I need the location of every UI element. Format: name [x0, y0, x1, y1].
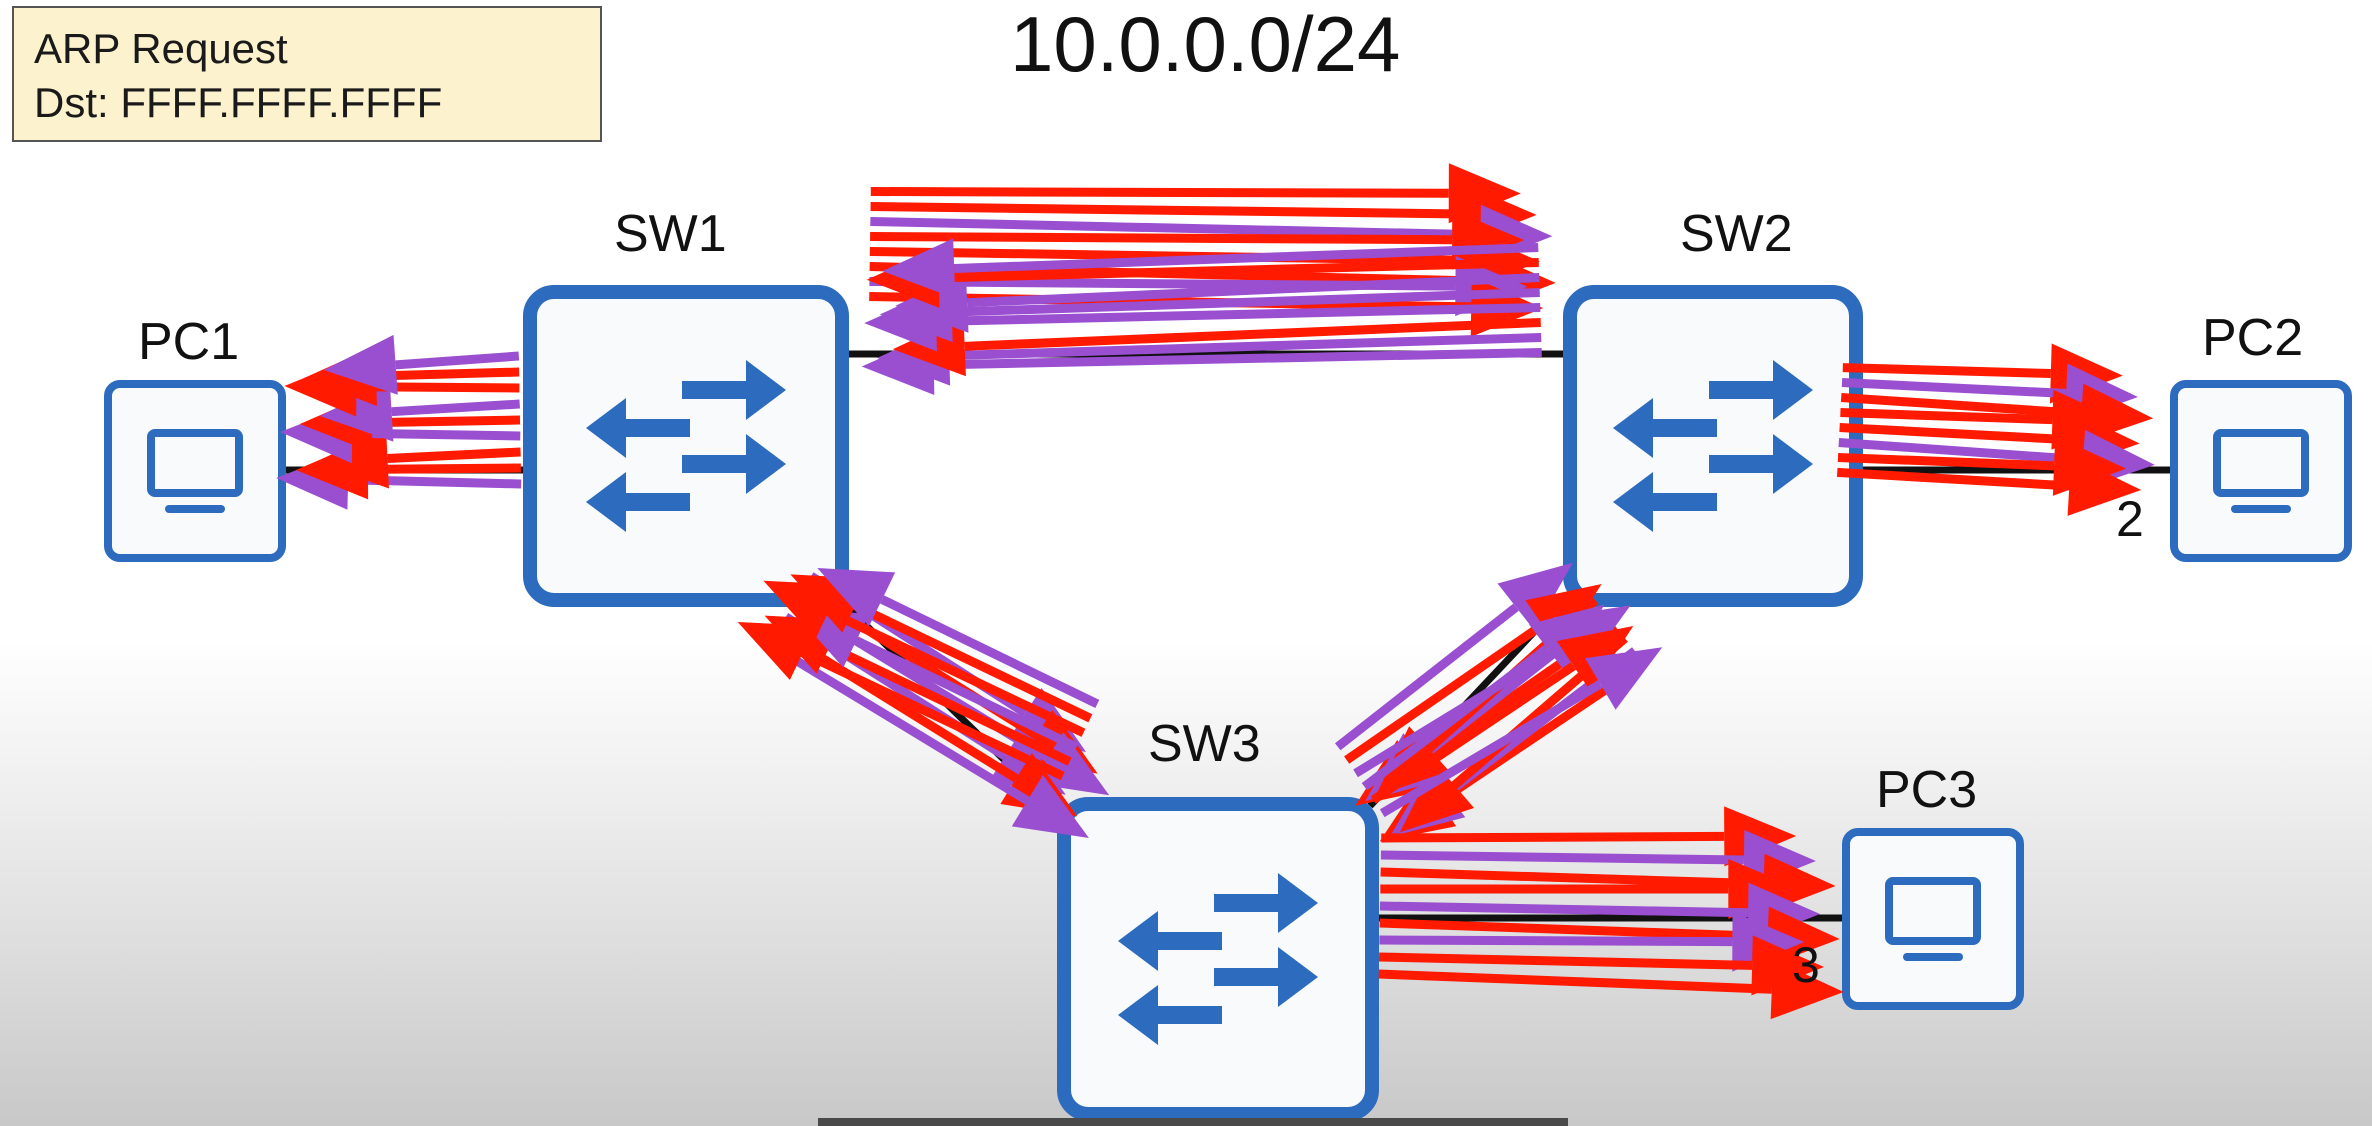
- sw1-to-sw3-arrow: [766, 640, 1089, 838]
- sw3-to-pc3-arrow: [1379, 911, 1805, 972]
- monitor-icon: [2213, 429, 2309, 513]
- frame-destination-label: Dst: FFFF.FFFF.FFFF: [34, 79, 443, 126]
- switch-sw2: [1563, 285, 1863, 607]
- sw3-to-sw1-arrow: [817, 567, 1100, 708]
- sw2-label: SW2: [1680, 205, 1793, 263]
- sw3-to-sw2-arrow: [1379, 647, 1663, 818]
- pc-pc3: [1842, 828, 2024, 1010]
- sw1-label: SW1: [614, 205, 727, 263]
- pc3-interface-label: 3: [1792, 937, 1820, 993]
- pc-pc2: [2170, 380, 2352, 562]
- switch-arrows-icon: [586, 360, 786, 532]
- sw3-to-pc3-arrow: [1378, 935, 1825, 996]
- pc-pc1: [104, 380, 286, 562]
- pc2-label: PC2: [2202, 309, 2304, 367]
- switch-arrows-icon: [1118, 873, 1318, 1045]
- sw3-label: SW3: [1148, 715, 1261, 773]
- switch-sw3: [1057, 797, 1379, 1121]
- pc3-label: PC3: [1876, 761, 1978, 819]
- frame-type-label: ARP Request: [34, 25, 288, 72]
- sw3-to-pc3-arrow: [1378, 959, 1844, 1020]
- interface-labels: 2 3: [1792, 491, 2144, 993]
- pc1-label: PC1: [138, 313, 240, 371]
- switch-arrows-icon: [1613, 360, 1813, 532]
- sw3-to-sw2-arrow: [1334, 562, 1573, 751]
- sw3-to-sw2-arrow: [1361, 604, 1605, 791]
- sw3-to-pc3-arrow: [1380, 859, 1801, 920]
- slide-progress-bar: [818, 1118, 1568, 1126]
- sw2-to-pc2-arrow: [1836, 455, 2142, 516]
- sw1-to-pc1-arrow: [323, 334, 520, 395]
- monitor-icon: [147, 429, 243, 513]
- network-devices: [104, 285, 2352, 1121]
- arp-frame-box: ARP Request Dst: FFFF.FFFF.FFFF: [12, 6, 602, 142]
- sw2-to-sw1-arrow: [882, 238, 1539, 299]
- network-subnet-title: 10.0.0.0/24: [1010, 0, 1401, 88]
- sw3-to-pc3-arrow: [1381, 806, 1797, 867]
- monitor-icon: [1885, 877, 1981, 961]
- switch-sw1: [523, 285, 849, 607]
- pc2-interface-label: 2: [2116, 491, 2144, 547]
- frame-flood-arrows: [276, 163, 2155, 1020]
